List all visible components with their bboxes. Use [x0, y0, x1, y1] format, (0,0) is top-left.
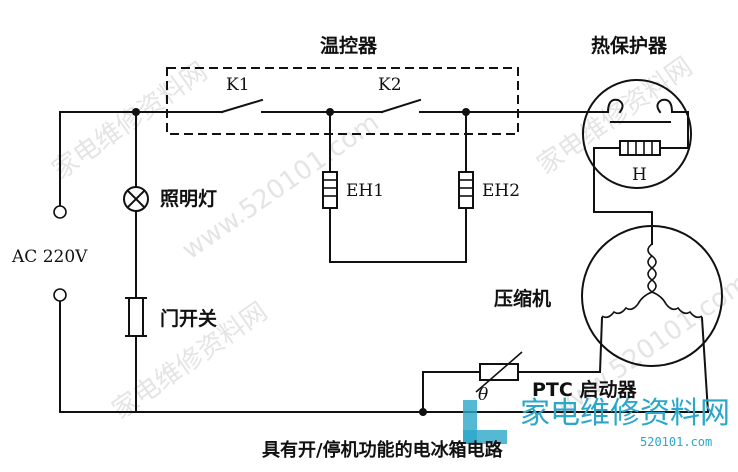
ptc-starter-label: PTC 启动器: [532, 378, 637, 401]
diagram-caption: 具有开/停机功能的电冰箱电路: [262, 439, 504, 461]
watermark-text: 家电维修资料网: [532, 52, 698, 181]
logo-text: 家电维修资料网: [520, 396, 730, 431]
heater-loop: [322, 111, 474, 263]
door-switch-label: 门开关: [160, 307, 217, 330]
heater-h-label: H: [632, 165, 647, 185]
eh2-label: EH2: [482, 181, 520, 201]
ptc-theta-label: θ: [478, 385, 488, 405]
lamp-branch: [123, 111, 149, 413]
k2-label: K2: [378, 75, 402, 95]
thermal-protector-label: 热保护器: [591, 34, 668, 57]
logo-url: 520101.com: [640, 435, 712, 449]
watermark-text: 家电维修资料网: [47, 57, 213, 186]
k1-label: K1: [226, 75, 250, 95]
ptc-starter: [422, 351, 601, 413]
top-wire: [59, 98, 591, 114]
lamp-label: 照明灯: [160, 188, 217, 210]
thermostat-box: [166, 67, 519, 135]
compressor-label: 压缩机: [494, 287, 551, 310]
protector-to-compressor-wire: [593, 204, 653, 245]
ac-supply-label: AC 220V: [11, 247, 88, 267]
ac-terminal-top: [53, 205, 67, 219]
thermostat-label: 温控器: [320, 34, 378, 57]
eh1-label: EH1: [346, 181, 384, 201]
thermal-protector: [582, 79, 692, 206]
ac-terminal-bottom: [53, 288, 67, 302]
site-logo: 家电维修资料网 520101.com: [463, 396, 730, 449]
compressor-motor: [581, 225, 723, 414]
